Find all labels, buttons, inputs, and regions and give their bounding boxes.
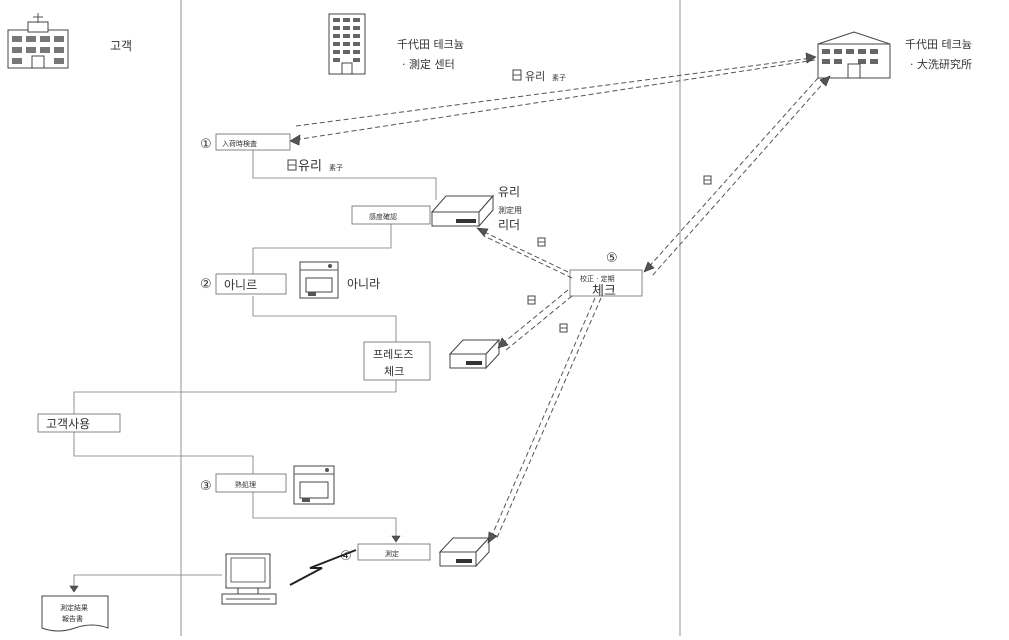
step1-label: 入荷時検査 [222,139,257,148]
step4-box [357,543,431,561]
calib-to-reader-link [479,229,569,273]
step2-number: ② [200,277,212,292]
step5-number: ⑤ [606,251,618,266]
predose-label-line2: 체크 [384,365,404,378]
customer-use-box [37,413,121,433]
glass-element-icon [537,237,546,247]
report-label-line2: 報告書 [62,614,83,623]
sensitivity-check-label: 感度確認 [369,212,397,221]
computer-icon [221,553,277,605]
research-lab-building-icon [817,31,891,79]
customer-lane-title: 고객 [110,39,132,53]
center-to-lab-arrow [295,57,813,127]
measurement-center-building-icon [328,13,366,75]
center-title-line2: · 測定 센터 [402,57,455,71]
lab-title-line2: · 大洗研究所 [910,57,972,71]
predose-check-box [363,341,431,381]
step5-label-line1: 校正 · 定期 [580,274,615,283]
reader-label-line2: 測定用 [498,205,522,215]
customer-use-label: 고객사용 [46,417,90,431]
step3-number: ③ [200,479,212,494]
center-title-line1: 千代田 테크늄 [397,38,464,51]
step3-box [215,473,287,493]
step3-label: 熱処理 [235,480,256,489]
customer-hospital-icon [7,13,69,69]
glass-element-top-suffix: 素子 [552,73,566,82]
step2-label: 아니르 [224,278,257,292]
glass-element-icon [527,295,536,305]
report-document-icon [41,595,109,632]
calib-to-predose-link [501,289,569,345]
data-link-zigzag [289,549,357,586]
glass-element-icon [287,159,297,171]
step2-box [215,273,287,295]
step4-number: ④ [340,549,352,564]
glass-element-icon [559,323,568,333]
glass-element-suffix: 素子 [329,163,343,172]
reader-label-line3: 리더 [498,218,520,232]
heat-treatment-oven-icon [293,465,335,505]
step5-box [569,269,643,297]
lab-title-line1: 千代田 테크늄 [905,38,972,51]
lab-to-inspection-arrow [293,59,816,141]
annealer-label: 아니라 [347,277,380,291]
step5-label-line2: 체크 [592,284,616,299]
glass-element-icon [703,175,712,185]
glass-element-icon [512,69,522,81]
reader-label-line1: 유리 [498,185,520,199]
measurement-reader-device-icon [438,536,491,568]
glass-reader-device-icon [430,194,495,228]
calib-to-measure-link [489,297,596,541]
step4-label: 測定 [385,549,399,558]
report-label-line1: 測定結果 [60,603,88,612]
lab-to-calib-link [645,77,819,271]
glass-element-top-label: 유리 [525,70,545,83]
step1-number: ① [200,137,212,152]
glass-element-label: 유리 [298,159,322,174]
predose-label-line1: 프레도즈 [373,348,413,361]
predose-reader-device-icon [448,338,501,370]
annealing-oven-icon [299,261,339,299]
